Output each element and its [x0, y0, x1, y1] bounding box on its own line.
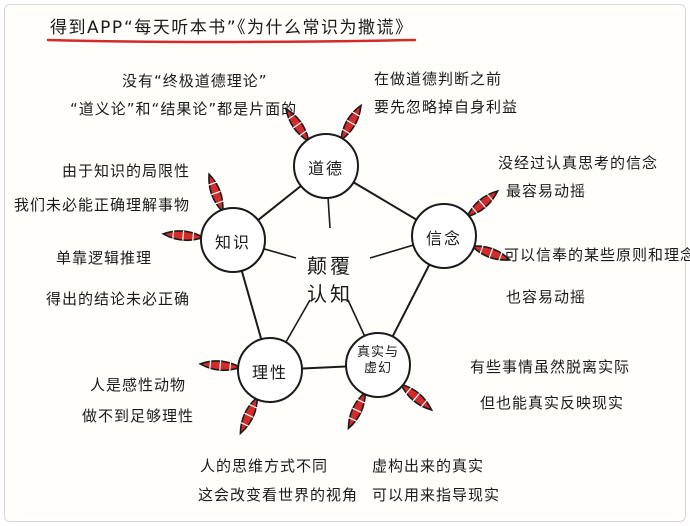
petal-vein — [172, 229, 175, 240]
note-rationality-4: 这会改变看世界的视角 — [198, 486, 359, 504]
node-label-belief: 信念 — [425, 229, 462, 248]
petal-vein — [478, 199, 486, 209]
petal-vein — [214, 200, 225, 205]
note-knowledge-3: 单靠逻辑推理 — [56, 249, 153, 267]
petal-vein — [219, 360, 222, 371]
petal-vein — [341, 128, 351, 135]
note-morality-3: 在做道德判断之前 — [374, 70, 503, 88]
node-circle-knowledge — [200, 207, 266, 273]
note-morality-1: 没有“终极道德理论” — [122, 72, 268, 90]
petal-vein — [298, 129, 308, 137]
petal-vein — [192, 231, 195, 242]
note-reality-1: 有些事情虽然脱离实际 — [470, 358, 631, 376]
petal-vein — [207, 181, 218, 186]
node-circle-rationality — [237, 337, 303, 403]
note-belief-2: 最容易动摇 — [506, 182, 587, 200]
petal-vein — [347, 416, 358, 423]
petal-vein — [405, 386, 413, 395]
petal-vein — [488, 248, 494, 258]
note-knowledge-1: 由于知识的局限性 — [62, 162, 191, 180]
petal-vein — [420, 399, 428, 408]
note-knowledge-4: 得出的结论未必正确 — [46, 290, 191, 308]
node-circle-reality-fiction — [345, 332, 411, 398]
paper-frame — [4, 4, 686, 522]
node-label-morality: 道德 — [307, 159, 344, 178]
center-label-line1: 颠覆 — [307, 254, 353, 278]
petal-vein — [292, 121, 302, 129]
petal-vein — [351, 111, 361, 118]
note-belief-3: 可以信奉的某些原则和理念 — [504, 246, 690, 264]
petal-vein — [498, 251, 503, 262]
note-belief-4: 也容易动摇 — [506, 288, 587, 306]
note-rationality-3: 人的思维方式不同 — [200, 457, 329, 475]
petal-vein — [412, 392, 420, 402]
note-rationality-2: 做不到足够理性 — [82, 407, 195, 425]
note-belief-1: 没经过认真思考的信念 — [498, 154, 659, 172]
node-circle-morality — [293, 133, 359, 199]
petal-vein — [287, 113, 296, 121]
petal-vein — [211, 190, 221, 196]
petal-group — [161, 103, 512, 436]
note-knowledge-2: 我们未必能正确理解事物 — [14, 196, 191, 214]
petal-vein — [244, 412, 254, 418]
petal-vein — [182, 230, 185, 241]
petal-vein — [352, 407, 362, 413]
note-morality-2: “道义论”和“结果论”都是片面的 — [70, 100, 298, 118]
petal-vein — [356, 398, 366, 404]
petal-vein — [471, 206, 479, 215]
note-reality-2: 但也能真实反映现实 — [480, 394, 625, 412]
note-morality-4: 要先忽略掉自身利益 — [374, 98, 519, 116]
petal-vein — [479, 244, 484, 255]
petal-vein — [209, 359, 212, 370]
node-label-knowledge: 知识 — [214, 233, 251, 252]
node-circle-belief — [411, 203, 477, 269]
title-underline — [46, 38, 417, 44]
petal-vein — [486, 193, 494, 202]
note-rationality-1: 人是感性动物 — [90, 376, 187, 394]
petal-vein — [346, 119, 356, 126]
petal-vein — [229, 361, 232, 372]
node-label-rationality: 理性 — [251, 363, 288, 382]
center-label-line2: 认知 — [307, 282, 353, 306]
node-label-reality-fiction: 真实与虚幻 — [356, 345, 399, 376]
petal-vein — [239, 421, 250, 428]
petal-vein — [248, 403, 258, 409]
page-title: 得到APP“每天听本书”《为什么常识为撒谎》 — [50, 18, 414, 38]
note-reality-4: 可以用来指导现实 — [372, 486, 501, 504]
note-reality-3: 虚构出来的真实 — [372, 457, 485, 475]
